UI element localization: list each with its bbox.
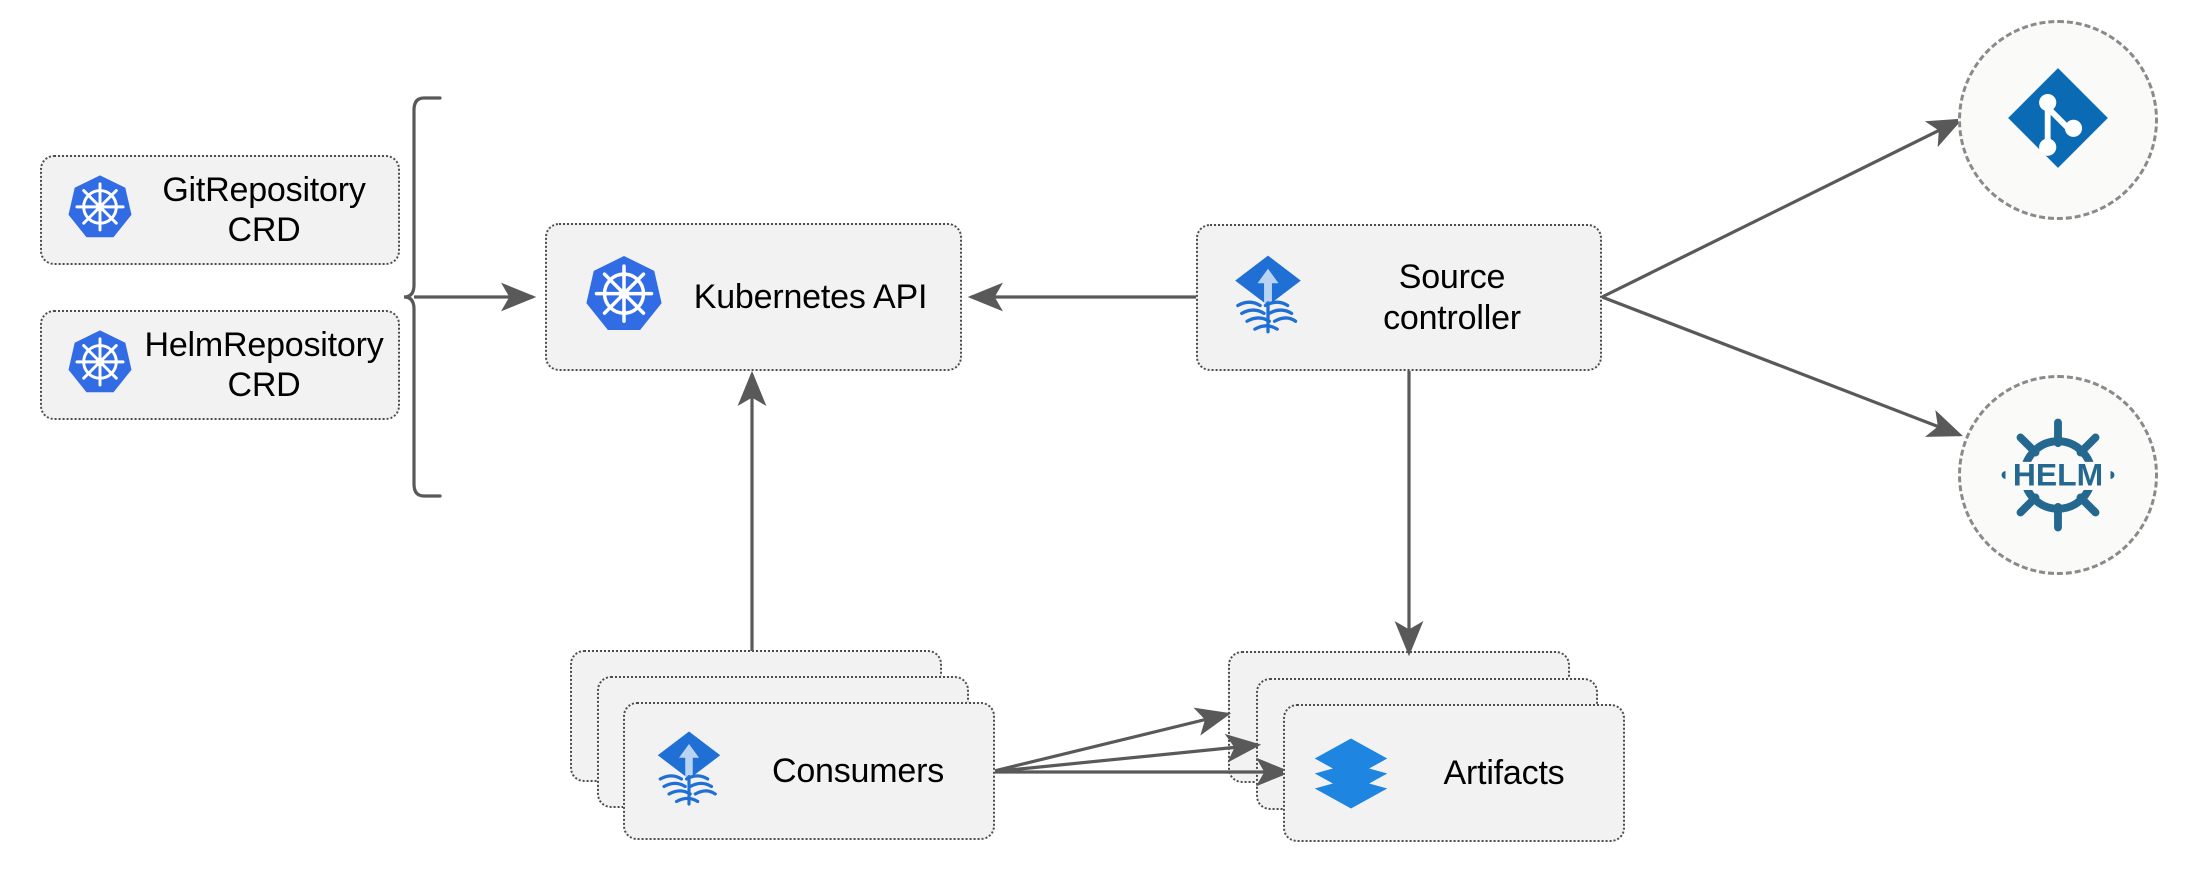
node-label: Source controller (1383, 258, 1521, 337)
node-label: HelmRepository CRD (144, 325, 384, 404)
node-label: Kubernetes API (693, 277, 928, 316)
kubernetes-icon (581, 252, 667, 343)
node-label: Consumers (771, 751, 945, 790)
arrow-source-to-git (1601, 118, 1963, 299)
arrow-source-to-helm (1601, 295, 1963, 437)
node-label: Artifacts (1443, 753, 1565, 792)
arrow-fan-consumers-to-artifacts (989, 707, 1292, 787)
endpoint-git-repository[interactable] (1958, 20, 2158, 220)
flux-icon (1226, 253, 1310, 342)
flux-icon (649, 729, 729, 814)
git-icon (2003, 63, 2113, 178)
endpoint-helm-repository[interactable]: HELM (1958, 375, 2158, 575)
helm-icon: HELM (1998, 415, 2118, 535)
node-helm-repository-crd[interactable]: HelmRepository CRD (40, 310, 400, 420)
node-artifacts[interactable]: Artifacts (1283, 704, 1625, 842)
helm-label: HELM (2013, 456, 2103, 492)
node-label: GitRepository CRD (162, 170, 366, 249)
node-git-repository-crd[interactable]: GitRepository CRD (40, 155, 400, 265)
kubernetes-icon (64, 172, 136, 249)
node-kubernetes-api[interactable]: Kubernetes API (545, 223, 962, 371)
kubernetes-icon (64, 327, 136, 404)
node-source-controller[interactable]: Source controller (1196, 224, 1602, 371)
node-consumers[interactable]: Consumers (623, 702, 995, 840)
crd-brace (403, 96, 537, 498)
layers-icon (1311, 731, 1391, 816)
